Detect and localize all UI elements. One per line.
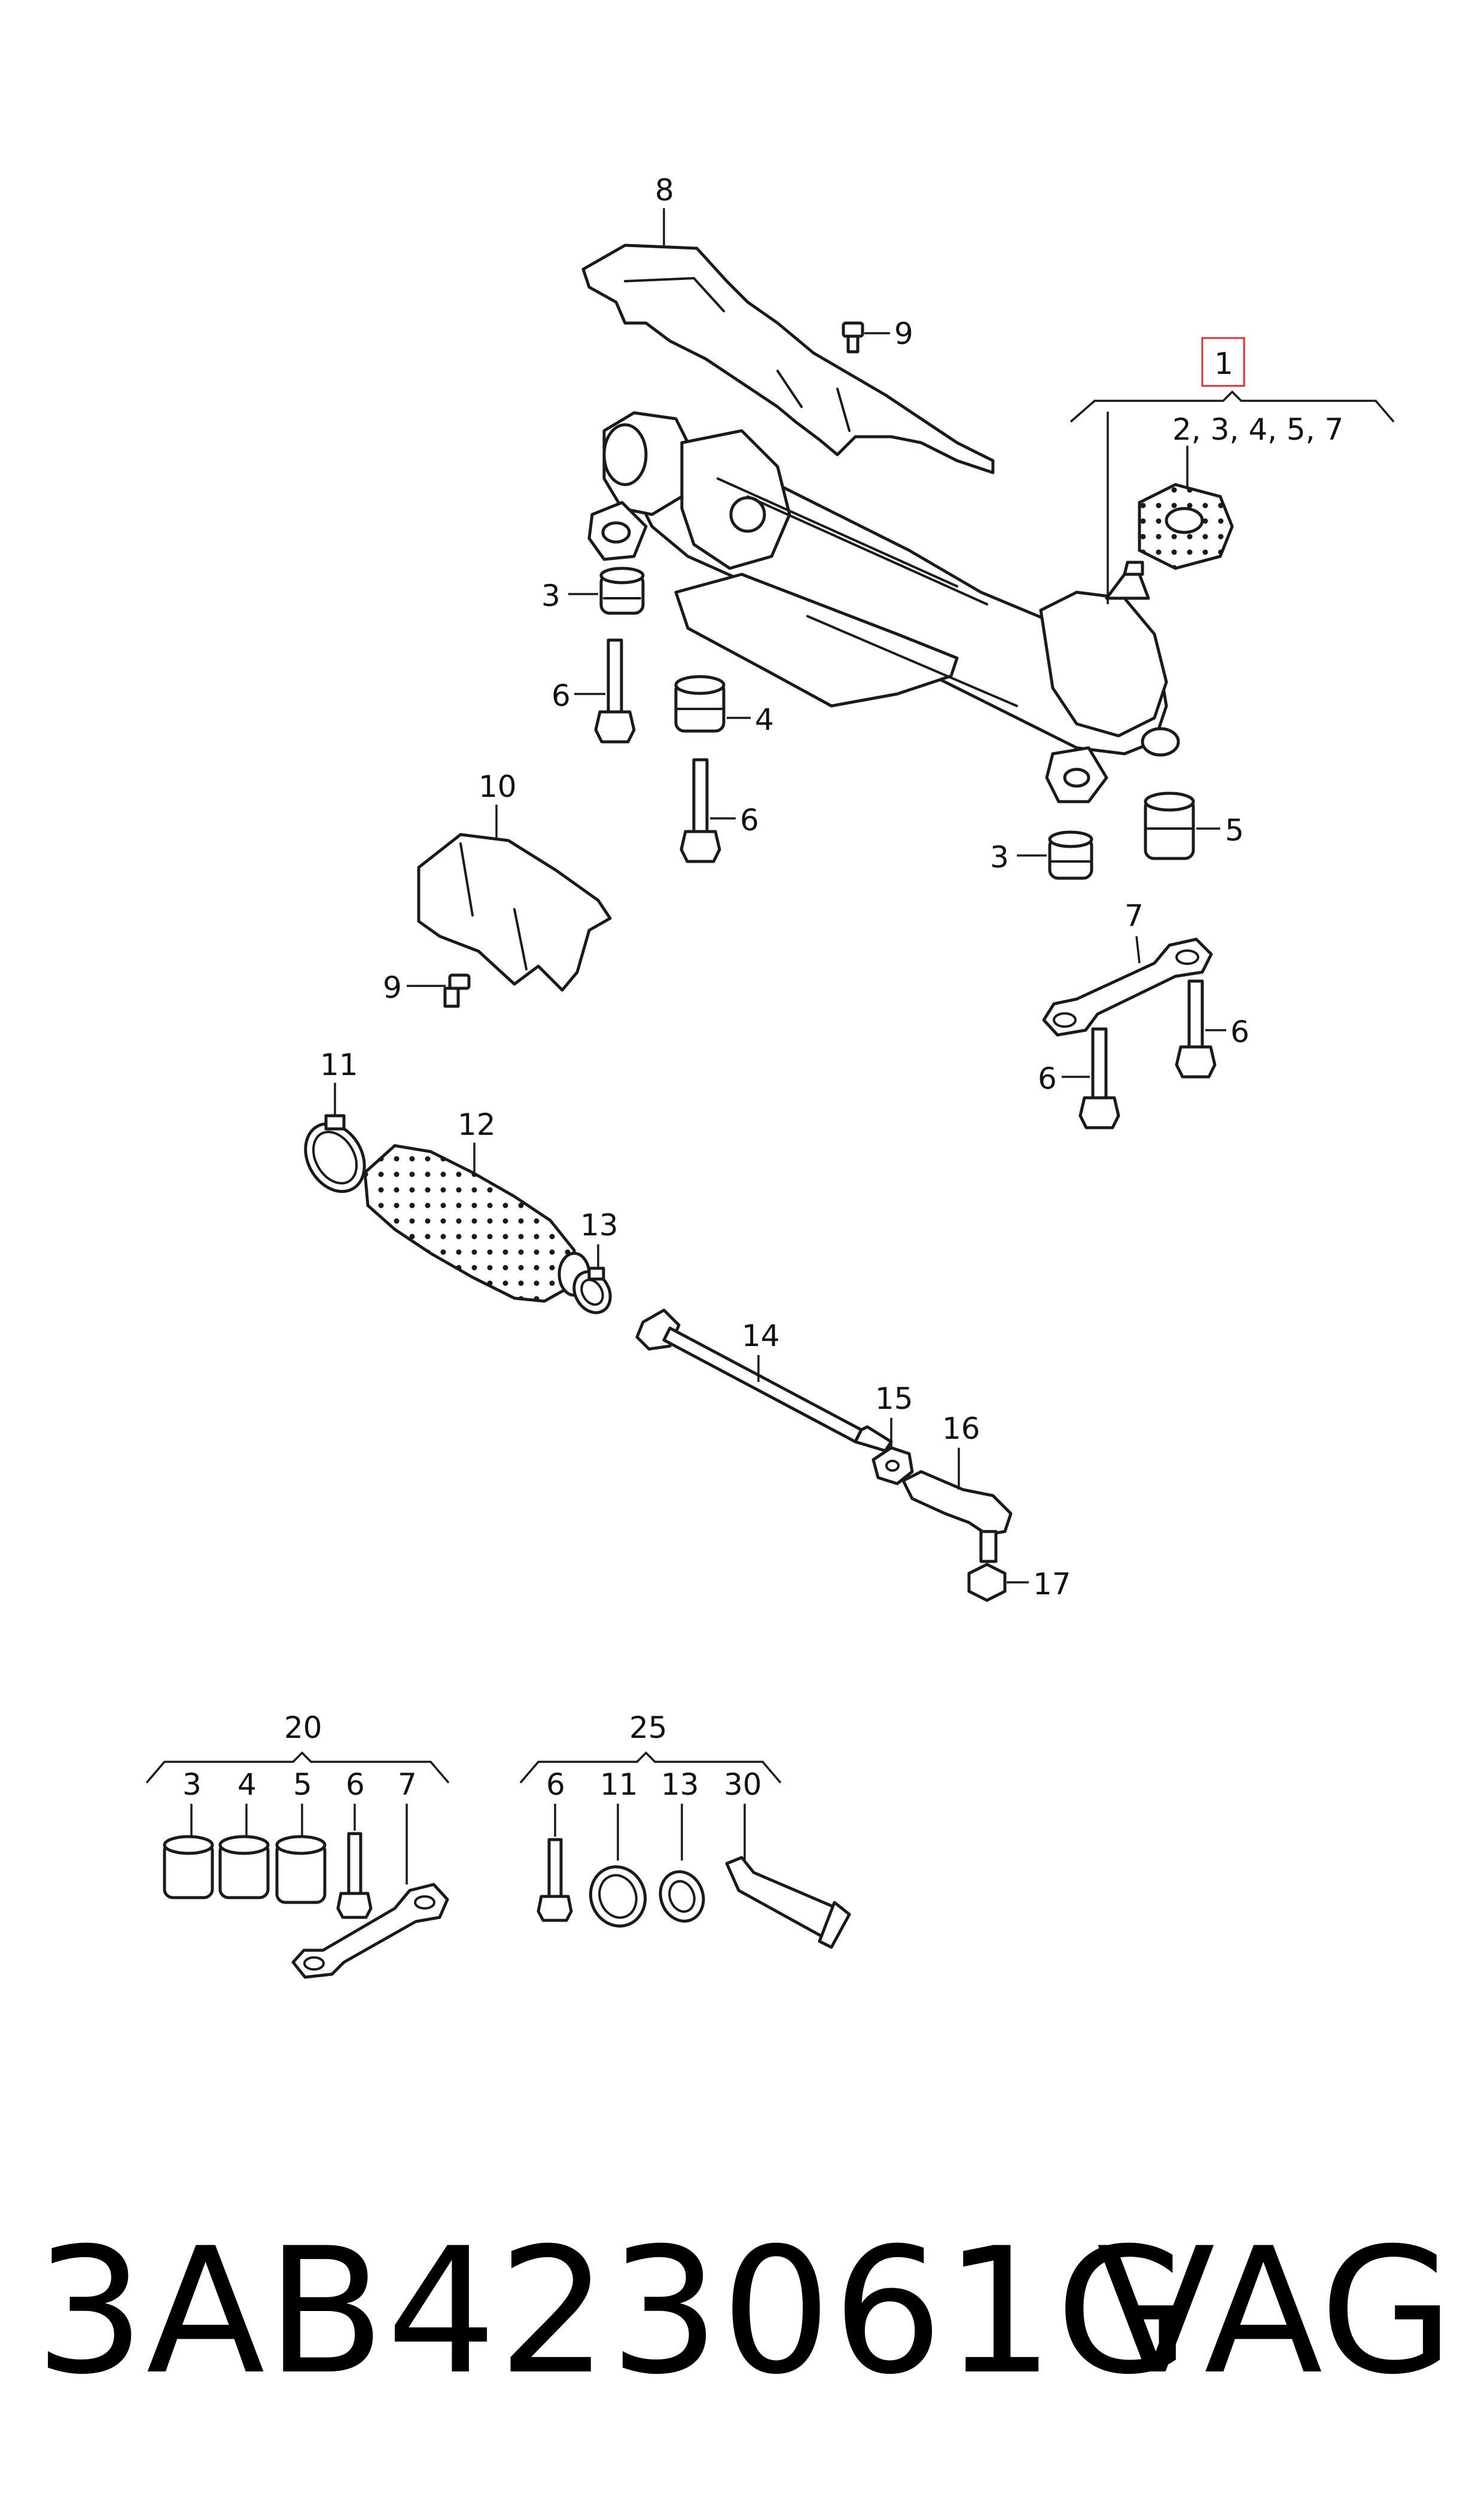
kit-20-title: 20	[284, 1710, 322, 1745]
callout-13: 13	[580, 1208, 618, 1268]
heat-shield-upper	[581, 243, 995, 474]
callout-12-label: 12	[458, 1107, 496, 1142]
callout-7: 7	[1125, 899, 1144, 964]
bolt-6-c	[1175, 979, 1217, 1079]
callout-6-c: 6	[1205, 1015, 1250, 1049]
callout-4: 4	[727, 702, 774, 737]
bushing-5	[1144, 791, 1195, 860]
connecting-plate-7	[1042, 937, 1213, 1037]
bushing-3-lower	[1048, 830, 1093, 880]
callout-10-label: 10	[479, 769, 517, 804]
kit-25-item-4: 30	[724, 1767, 762, 1802]
kit-25: 25 6 11 13 30	[519, 1710, 851, 1949]
callout-9-upper-label: 9	[894, 316, 913, 351]
bolt-9-upper	[842, 321, 864, 354]
kit-25-item-1: 6	[546, 1767, 565, 1802]
callout-10: 10	[479, 769, 517, 838]
callout-5: 5	[1196, 813, 1244, 848]
callout-3-upper: 3	[541, 578, 598, 613]
bushing-3-upper	[599, 567, 645, 615]
callout-1: 1 2, 3, 4, 5, 7	[1069, 337, 1395, 604]
brand: VAG	[1096, 2211, 1454, 2413]
bolt-6-d	[1078, 1027, 1120, 1129]
kit-25-title: 25	[629, 1710, 668, 1745]
callout-5-label: 5	[1225, 813, 1244, 848]
damping-pad	[1138, 483, 1234, 570]
kit-20-item-3: 5	[293, 1767, 312, 1802]
callout-3-upper-label: 3	[541, 578, 560, 613]
steering-boot-12	[363, 1144, 591, 1303]
bolt-6-a	[594, 638, 636, 744]
callout-9-lower: 9	[383, 970, 446, 1005]
callout-6-d: 6	[1038, 1061, 1090, 1096]
callout-14: 14	[742, 1319, 780, 1382]
callout-8-label: 8	[655, 173, 674, 208]
kit-20-item-2: 4	[237, 1767, 257, 1802]
heat-shield-lower	[417, 833, 612, 992]
bolt-9-lower	[443, 973, 471, 1008]
bushing-4	[674, 675, 726, 733]
callout-6-b: 6	[710, 803, 759, 838]
callout-9-upper: 9	[864, 316, 913, 351]
kit-20-item-5: 7	[398, 1767, 417, 1802]
kit-25-item-3: 13	[661, 1767, 699, 1802]
kit-20: 20 3 4 5 6 7	[145, 1710, 450, 1979]
callout-6-b-label: 6	[740, 803, 759, 838]
callout-6-a-label: 6	[551, 678, 571, 713]
callout-3-lower-label: 3	[990, 840, 1009, 875]
callout-16-label: 16	[942, 1411, 980, 1446]
steering-rack-assembly	[587, 411, 1180, 803]
kit-20-item-4: 6	[346, 1767, 365, 1802]
callout-11: 11	[320, 1048, 358, 1116]
callout-15-label: 15	[875, 1381, 913, 1416]
callout-6-a: 6	[551, 678, 605, 713]
tie-rod-14	[635, 1308, 893, 1453]
callout-8: 8	[655, 173, 674, 245]
clamp-11	[304, 1114, 366, 1193]
callout-3-lower: 3	[990, 840, 1047, 875]
callout-1-highlight	[1201, 337, 1245, 387]
callout-17-label: 17	[1033, 1567, 1071, 1601]
nut-17	[967, 1563, 1007, 1602]
part-number: 3AB423061G	[35, 2211, 1192, 2413]
kit-20-item-1: 3	[182, 1767, 202, 1802]
callout-1-label: 1	[1214, 346, 1233, 381]
clamp-13	[572, 1266, 612, 1314]
callout-7-label: 7	[1125, 899, 1144, 933]
callout-1-group-label: 2, 3, 4, 5, 7	[1172, 412, 1343, 447]
callout-12: 12	[458, 1107, 496, 1173]
callout-13-label: 13	[580, 1208, 618, 1243]
footer: 3AB423061G VAG	[0, 2213, 1484, 2411]
callout-9-lower-label: 9	[383, 970, 402, 1005]
kit-25-item-2: 11	[600, 1767, 638, 1802]
callout-6-d-label: 6	[1038, 1061, 1057, 1096]
bolt-6-b	[679, 758, 721, 863]
callout-16: 16	[942, 1411, 980, 1490]
callout-4-label: 4	[755, 702, 774, 737]
callout-15: 15	[875, 1381, 913, 1448]
callout-11-label: 11	[320, 1048, 358, 1082]
tie-rod-end-16	[901, 1470, 1013, 1563]
callout-17: 17	[1007, 1567, 1071, 1601]
callout-6-c-label: 6	[1230, 1015, 1250, 1049]
callout-14-label: 14	[742, 1319, 780, 1353]
